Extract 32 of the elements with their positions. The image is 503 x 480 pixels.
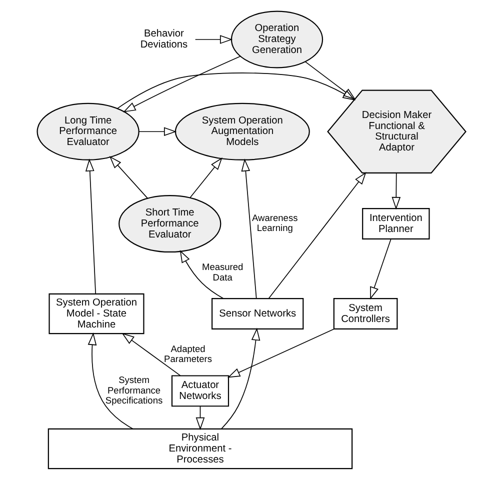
node-ellipse: Operation Strategy Generation xyxy=(230,10,324,68)
node-box: Physical Environment - Processes xyxy=(48,428,353,470)
node-box: Intervention Planner xyxy=(362,208,430,240)
arrow xyxy=(392,172,401,210)
edge-label: Adapted Parameters xyxy=(164,344,212,364)
arrow xyxy=(304,61,356,100)
arrow xyxy=(138,127,177,136)
node-box: Sensor Networks xyxy=(212,298,304,330)
node-text: Behavior Deviations xyxy=(140,28,188,51)
edge-label: System Performance Specifications xyxy=(105,375,163,406)
arrow xyxy=(194,35,233,44)
arrow xyxy=(122,332,181,376)
arrow xyxy=(227,328,334,378)
edge-label: Awareness Learning xyxy=(252,213,298,234)
node-box: System Controllers xyxy=(333,298,398,330)
arrow xyxy=(221,328,260,430)
arrow xyxy=(196,406,205,430)
arrow xyxy=(268,172,366,299)
arrow xyxy=(85,158,96,294)
node-box: Actuator Networks xyxy=(171,375,230,407)
arrow xyxy=(180,250,224,299)
arrow xyxy=(190,157,222,198)
node-ellipse: System Operation Augmentation Models xyxy=(174,102,310,160)
arrow xyxy=(109,156,148,199)
arrow xyxy=(241,158,257,299)
node-box: System Operation Model - State Machine xyxy=(48,293,144,334)
arrow xyxy=(370,238,392,300)
arrow xyxy=(88,332,134,430)
arrow xyxy=(117,72,356,109)
arrow xyxy=(123,56,241,112)
edge-label: Measured Data xyxy=(202,262,244,282)
node-ellipse: Short Time Performance Evaluator xyxy=(118,194,222,253)
